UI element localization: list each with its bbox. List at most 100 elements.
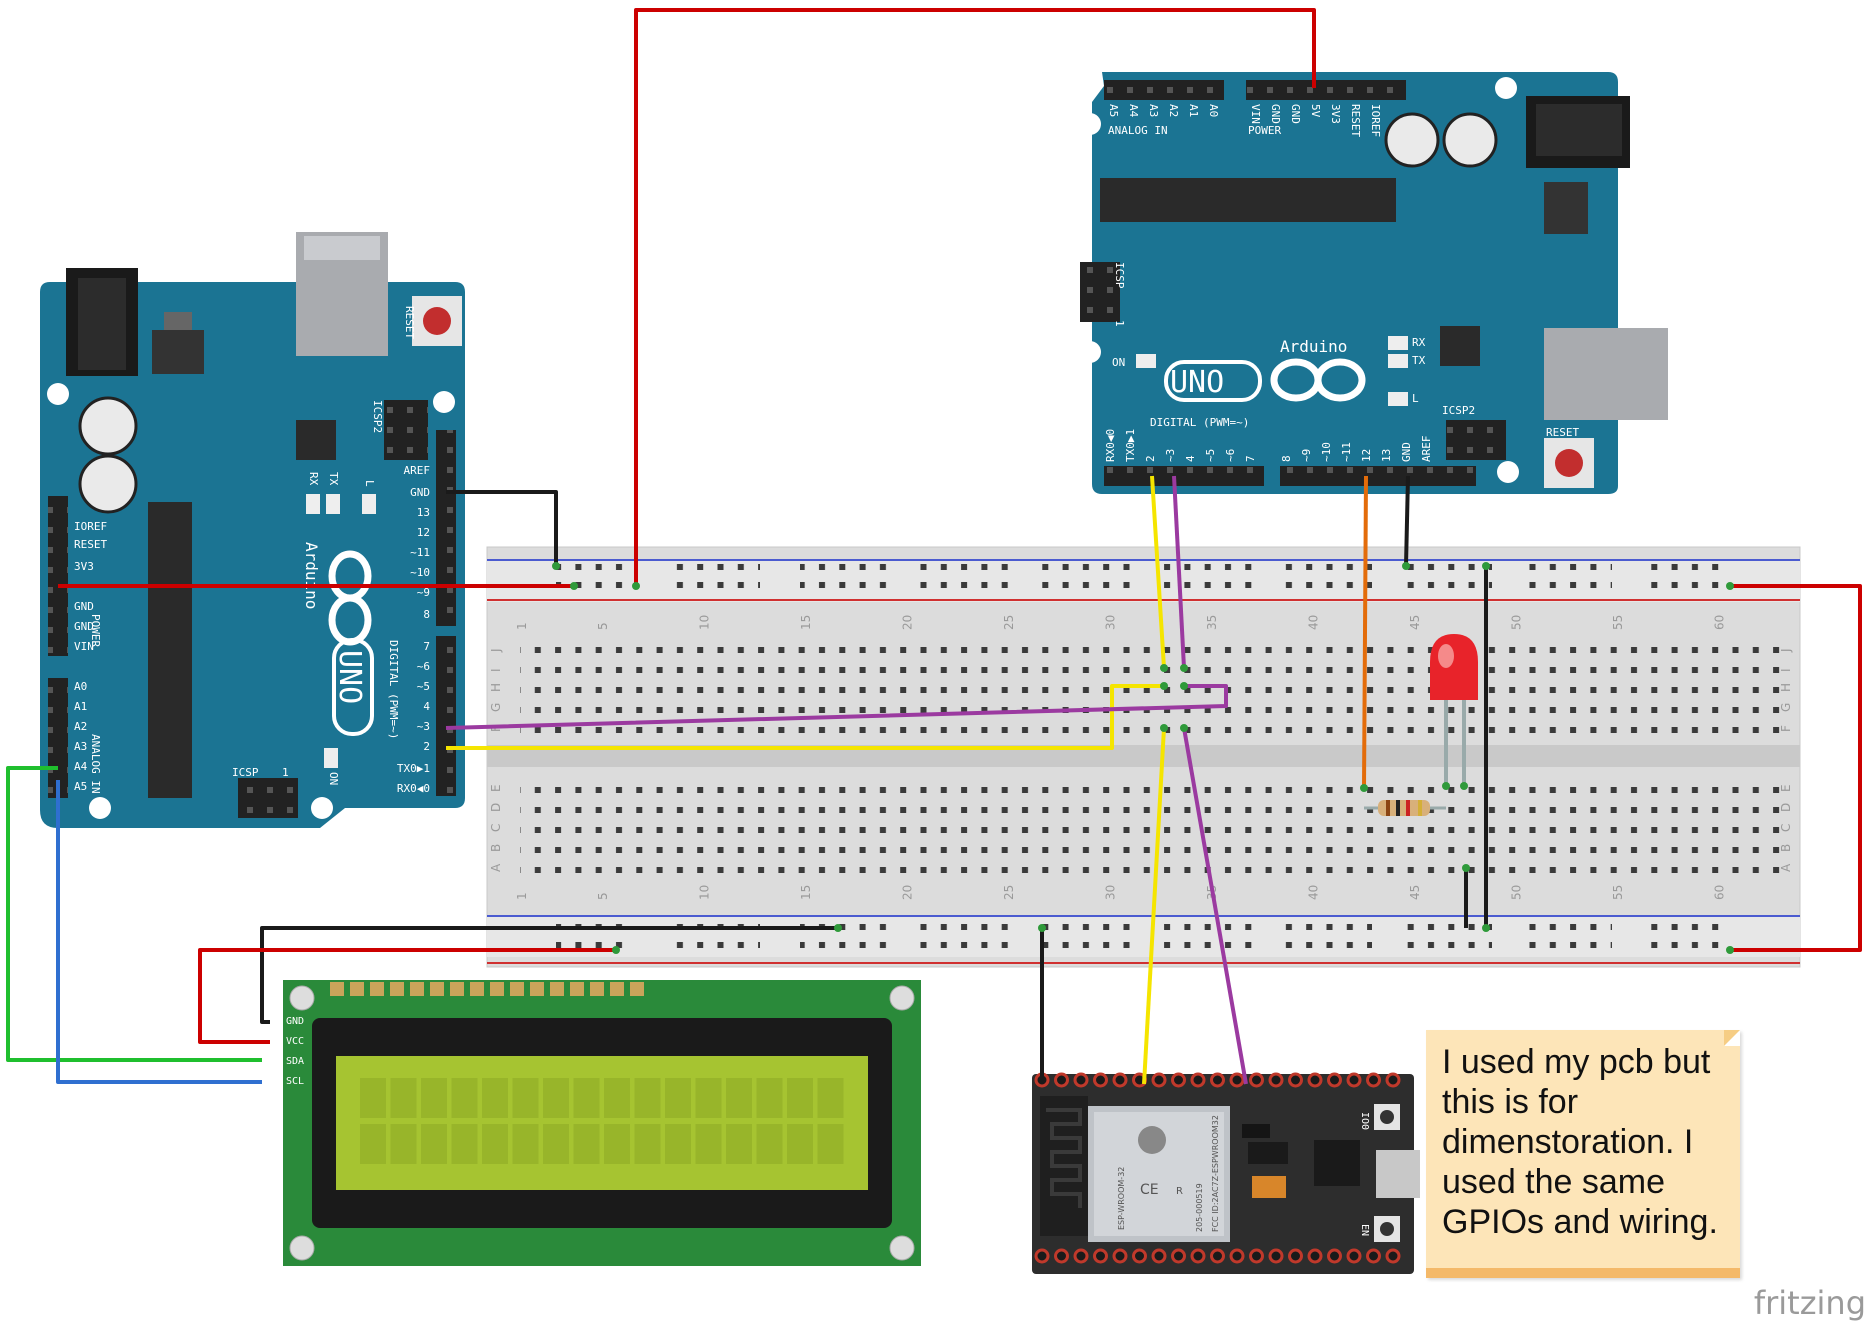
esp32-pin	[1151, 1248, 1167, 1264]
svg-text:Arduino: Arduino	[302, 542, 321, 609]
svg-text:RESET: RESET	[1546, 426, 1579, 439]
lcd-cell	[360, 1124, 386, 1164]
svg-text:Arduino: Arduino	[1280, 337, 1347, 356]
digital-header-high	[436, 430, 456, 626]
usb-connector	[1544, 328, 1668, 420]
breadboard-row-letter: C	[1779, 824, 1793, 832]
left-power-labels: IOREF RESET 3V3 GND GND VIN A0 A1 A2 A3 …	[74, 520, 107, 793]
svg-text:2: 2	[1144, 455, 1157, 462]
lcd-cell	[665, 1124, 691, 1164]
svg-text:R: R	[1176, 1186, 1183, 1197]
breadboard-row-letter: F	[1779, 725, 1793, 732]
svg-text:~11: ~11	[1340, 442, 1353, 462]
breadboard-column-number: 5	[596, 622, 610, 630]
svg-text:A0: A0	[74, 680, 87, 693]
esp32-pin	[1288, 1072, 1303, 1088]
svg-text:DIGITAL (PWM=~): DIGITAL (PWM=~)	[387, 640, 400, 739]
wire-blue-lcd-scl	[56, 780, 262, 1084]
lcd-screen	[336, 1056, 868, 1190]
esp32-pin	[1151, 1072, 1167, 1088]
svg-text:~9: ~9	[417, 586, 430, 599]
breadboard-row-letter: E	[1779, 784, 1793, 792]
svg-text:~10: ~10	[1320, 442, 1333, 462]
svg-text:VCC: VCC	[286, 1036, 304, 1047]
svg-text:DIGITAL (PWM=~): DIGITAL (PWM=~)	[1150, 416, 1249, 429]
svg-text:5V: 5V	[1309, 104, 1322, 118]
svg-text:7: 7	[1244, 455, 1257, 462]
lcd-cell	[390, 1124, 417, 1164]
esp32-pin	[1054, 1248, 1069, 1264]
note-footer-bar	[1426, 1268, 1740, 1278]
esp32-pin	[1346, 1248, 1362, 1264]
svg-text:4: 4	[1184, 455, 1197, 462]
esp32-pin	[1171, 1248, 1186, 1264]
breadboard-column-number: 25	[1002, 885, 1016, 900]
svg-text:ESP-WROOM-32: ESP-WROOM-32	[1117, 1167, 1126, 1230]
note-fold	[1724, 1030, 1740, 1046]
svg-text:RESET: RESET	[403, 306, 416, 339]
breadboard-column-number: 5	[596, 892, 610, 900]
svg-text:ICSP2: ICSP2	[1442, 404, 1475, 417]
svg-text:ICSP2: ICSP2	[371, 400, 384, 433]
svg-text:~3: ~3	[417, 720, 430, 733]
breadboard-row-letter: B	[1779, 844, 1793, 852]
lcd-cell	[512, 1124, 539, 1164]
esp32-pin	[1171, 1072, 1186, 1088]
svg-text:AREF: AREF	[1420, 436, 1433, 463]
svg-text:~9: ~9	[1300, 449, 1313, 462]
svg-text:GND: GND	[1400, 442, 1413, 462]
svg-text:GND: GND	[1269, 104, 1282, 124]
wire-red-right-loop	[1730, 584, 1862, 952]
breadboard-row-letter: D	[489, 803, 503, 812]
lcd-cell	[451, 1078, 478, 1118]
esp32-pin	[1288, 1248, 1303, 1264]
breadboard-row-letter: E	[489, 784, 503, 792]
arduino-uno-left: IOREF RESET 3V3 GND GND VIN A0 A1 A2 A3 …	[40, 232, 465, 828]
esp32-pin	[1327, 1072, 1342, 1088]
right-top-labels: A5 A4 A3 A2 A1 A0 VIN GND GND 5V 3V3 RES…	[1107, 104, 1382, 137]
breadboard-column-number: 1	[515, 622, 529, 630]
wire-yellow-esp32	[1142, 727, 1166, 1085]
lcd-cell	[787, 1124, 813, 1164]
left-digital-labels: AREF GND 13 12 ~11 ~10 ~9 8 7 ~6 ~5 4 ~3…	[397, 464, 431, 795]
breadboard-column-number: 55	[1611, 615, 1625, 630]
wire-purple-right-pin3	[1172, 475, 1186, 669]
esp32-pin	[1327, 1248, 1342, 1264]
power-header	[48, 496, 68, 656]
breadboard-row-letter: A	[489, 863, 503, 872]
wire-yellow-left-pin2	[446, 684, 1164, 750]
breadboard-column-number: 15	[799, 885, 813, 900]
breadboard-column-number: 15	[799, 615, 813, 630]
svg-text:GND: GND	[1289, 104, 1302, 124]
svg-text:GND: GND	[410, 486, 430, 499]
wire-black-left-gnd	[446, 490, 558, 566]
svg-text:A4: A4	[1127, 104, 1140, 118]
breadboard-row-letter: G	[1779, 703, 1793, 712]
breadboard-row-letter: J	[489, 648, 503, 653]
breadboard-column-number: 1	[515, 892, 529, 900]
lcd-cell	[573, 1124, 600, 1164]
svg-text:RX: RX	[1412, 336, 1426, 349]
wire-yellow-right-pin2	[1150, 475, 1166, 669]
svg-text:RX: RX	[307, 472, 320, 486]
lcd-cell	[665, 1078, 691, 1118]
terminal-holes-bottom	[520, 775, 1780, 875]
fritzing-brand-mark: fritzing	[1753, 1284, 1866, 1322]
lcd-cell	[360, 1078, 386, 1118]
breadboard-row-letter: I	[1779, 668, 1793, 672]
breadboard-row-letter: H	[489, 683, 503, 692]
lcd-cell	[421, 1078, 447, 1118]
svg-text:A4: A4	[74, 760, 88, 773]
esp32-pin	[1268, 1072, 1284, 1088]
breadboard-row-letter: D	[1779, 803, 1793, 812]
esp32-pin	[1034, 1248, 1050, 1264]
svg-text:POWER: POWER	[1248, 124, 1281, 137]
esp32-pin	[1093, 1072, 1108, 1088]
lcd-cell	[634, 1124, 661, 1164]
esp32-pin	[1385, 1248, 1401, 1264]
breadboard-column-number: 60	[1713, 615, 1727, 630]
svg-text:IO0: IO0	[1359, 1112, 1370, 1130]
svg-text:A5: A5	[74, 780, 87, 793]
lcd-cell	[604, 1124, 630, 1164]
